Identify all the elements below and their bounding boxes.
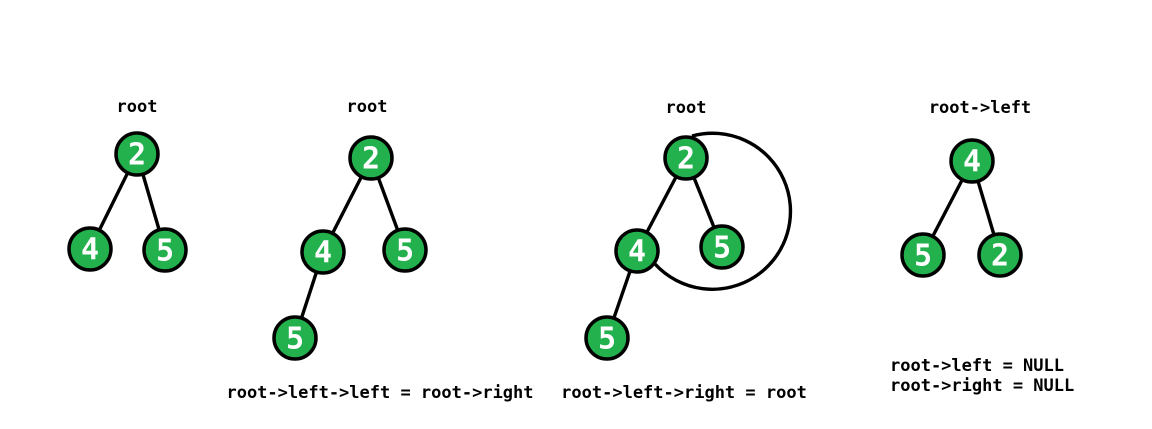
tree-4-node-right	[977, 232, 1023, 278]
tree-4-node-root-value: 4	[963, 145, 981, 180]
tree-1-node-root-value: 2	[128, 138, 146, 173]
tree-3-caption: root->left->right = root	[561, 383, 807, 403]
tree-1-node-left	[67, 226, 113, 272]
tree-3-node-right-value: 5	[713, 231, 731, 266]
tree-2: root 2 4 5 5 root->left->left = root->ri…	[226, 97, 533, 403]
tree-2-caption: root->left->left = root->right	[226, 383, 533, 403]
tree-1: root 2 4 5	[67, 97, 188, 273]
tree-3-node-root	[663, 135, 709, 181]
tree-3-node-left	[614, 228, 660, 274]
tree-4-node-right-value: 2	[991, 239, 1009, 274]
tree-1-node-left-value: 4	[81, 233, 99, 268]
tree-4: root->left 4 5 2 root->left = NULL root-…	[890, 98, 1074, 396]
tree-4-caption-line-2: root->right = NULL	[890, 376, 1074, 396]
tree-3: root 2 4 5 5 root->left->right = root	[561, 98, 807, 403]
tree-3-node-left-value: 4	[628, 235, 646, 270]
tree-1-node-right	[142, 227, 188, 273]
tree-3-node-right	[699, 224, 745, 270]
tree-1-node-right-value: 5	[156, 234, 174, 269]
tree-2-node-root-value: 2	[362, 142, 380, 177]
tree-4-label: root->left	[929, 98, 1031, 118]
tree-2-node-root	[348, 135, 394, 181]
tree-2-node-left-left	[272, 315, 318, 361]
tree-4-node-left	[900, 232, 946, 278]
tree-1-node-root	[114, 131, 160, 177]
tree-4-node-left-value: 5	[914, 239, 932, 274]
tree-3-loop-edge-back-to-root	[653, 131, 793, 291]
tree-4-node-root	[949, 138, 995, 184]
tree-2-node-left	[300, 229, 346, 275]
tree-2-label: root	[347, 97, 388, 117]
tree-3-node-left-left	[584, 315, 630, 361]
tree-1-label: root	[117, 97, 158, 117]
tree-3-label: root	[666, 98, 707, 118]
tree-2-node-right	[382, 227, 428, 273]
tree-4-caption-line-1: root->left = NULL	[890, 356, 1064, 376]
tree-2-node-right-value: 5	[396, 234, 414, 269]
tree-2-node-left-value: 4	[314, 236, 332, 271]
tree-2-node-left-left-value: 5	[286, 322, 304, 357]
tree-3-node-root-value: 2	[677, 142, 695, 177]
tree-3-node-left-left-value: 5	[598, 322, 616, 357]
